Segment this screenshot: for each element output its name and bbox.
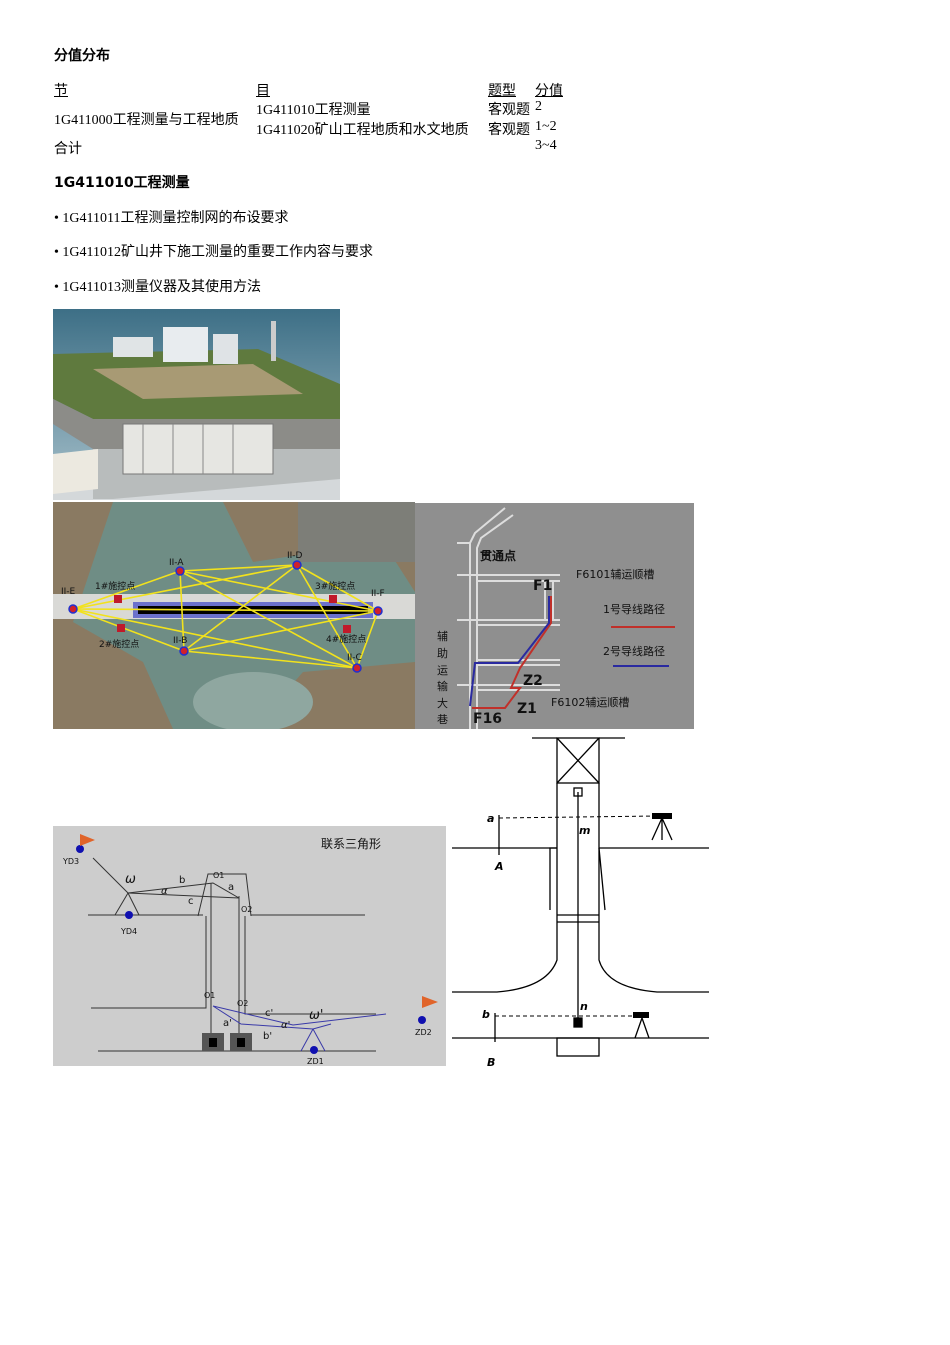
label-o1: O1 [213, 871, 224, 880]
label-B: B [487, 1056, 495, 1069]
label-top-slot: F6101辅运顺槽 [576, 567, 654, 581]
table-header-item: 目 [256, 84, 270, 99]
label-m: m [579, 824, 590, 837]
table-item-cell: 1G411010工程测量 [256, 103, 371, 118]
label-zd1: ZD1 [307, 1057, 324, 1066]
label-f16: F16 [473, 711, 502, 727]
bullet-item: • 1G411012矿山井下施工测量的重要工作内容与要求 [54, 245, 373, 260]
connection-triangle-diagram: YD3 YD4 ZD1 ZD2 O1 O2 O1 O2 b a c α ω a'… [53, 826, 446, 1066]
bullet-item: • 1G411013测量仪器及其使用方法 [54, 280, 261, 295]
network-line [296, 564, 358, 669]
control-network-map: II-E II-A II-D II-F II-B II-C 1#施控点 2#施控… [53, 502, 415, 729]
label-b: b [482, 1008, 490, 1021]
network-line [179, 570, 358, 669]
network-line [183, 564, 298, 652]
table-header-score: 分值 [535, 84, 563, 99]
table-total-label: 合计 [54, 142, 82, 157]
control-point-marker [175, 566, 185, 576]
label-b: b [179, 875, 185, 886]
label-main-road: 辅 [437, 629, 448, 643]
table-item-cell: 1G411020矿山工程地质和水文地质 [256, 123, 469, 138]
control-label: 2#施控点 [99, 638, 139, 650]
label-main-road: 运 [437, 664, 448, 677]
shaft-elevation-diagram: a m A n b B [447, 730, 713, 1070]
page-heading: 分值分布 [54, 48, 110, 64]
label-c: c [188, 896, 194, 907]
network-line [296, 564, 379, 612]
label-through-point: 贯通点 [480, 548, 516, 563]
legend-route-1: 1号导线路径 [603, 602, 665, 616]
point-label: II-F [371, 589, 385, 599]
label-b-prime: b' [263, 1031, 272, 1042]
control-point-marker [352, 663, 362, 673]
point-label: II-D [287, 551, 303, 561]
label-c-prime: c' [265, 1008, 273, 1019]
table-header-section: 节 [54, 84, 68, 99]
network-line [72, 570, 181, 610]
control-point-marker [179, 646, 189, 656]
network-line [356, 610, 379, 669]
control-label: 3#施控点 [315, 580, 355, 592]
label-a: a [487, 812, 494, 825]
diagram-title: 联系三角形 [321, 837, 381, 851]
label-alpha-prime: α' [281, 1020, 290, 1031]
label-omega-prime: ω' [309, 1008, 323, 1023]
label-z1: Z1 [517, 701, 537, 717]
point-label: II-C [347, 653, 362, 663]
point-label: II-A [169, 558, 184, 568]
label-n: n [580, 1000, 588, 1013]
table-type-cell: 客观题 [488, 103, 530, 118]
label-yd4: YD4 [120, 927, 137, 936]
label-o2-lower: O2 [237, 999, 248, 1008]
control-point-marker [68, 604, 78, 614]
label-main-road: 助 [437, 646, 448, 660]
network-line [72, 608, 358, 669]
point-label: II-B [173, 636, 187, 646]
network-line [179, 570, 379, 612]
label-main-road: 输 [437, 679, 448, 693]
label-alpha: α [161, 886, 168, 897]
label-o2: O2 [241, 905, 252, 914]
point-label: II-E [61, 587, 76, 597]
network-line [72, 564, 298, 610]
network-line [72, 608, 379, 612]
label-main-road: 大 [437, 696, 448, 710]
table-score-cell: 1~2 [535, 119, 557, 134]
label-A: A [494, 860, 504, 873]
label-zd2: ZD2 [415, 1028, 432, 1037]
network-line [179, 564, 298, 572]
table-type-cell: 客观题 [488, 123, 530, 138]
label-bottom-slot: F6102辅运顺槽 [551, 695, 629, 709]
table-header-type: 题型 [488, 84, 516, 99]
network-line [183, 610, 379, 652]
label-omega: ω [125, 872, 136, 887]
label-main-road: 巷 [437, 713, 448, 726]
bullet-item: • 1G411011工程测量控制网的布设要求 [54, 211, 289, 226]
network-line [179, 570, 185, 652]
control-label: 1#施控点 [95, 580, 135, 592]
table-total-score: 3~4 [535, 138, 557, 153]
table-score-cell: 2 [535, 99, 542, 114]
network-line [183, 650, 358, 669]
control-point-marker [292, 560, 302, 570]
label-a-prime: a' [223, 1018, 232, 1029]
mine-model-photo [53, 309, 340, 500]
control-point-marker [373, 606, 383, 616]
section-subheading: 1G411010工程测量 [54, 175, 190, 191]
network-line [72, 608, 185, 652]
label-yd3: YD3 [62, 857, 79, 866]
label-a: a [228, 882, 234, 893]
label-o1-lower: O1 [204, 991, 215, 1000]
legend-route-2: 2号导线路径 [603, 644, 665, 658]
traverse-path-diagram: 贯通点 F1 Z2 Z1 F16 F6101辅运顺槽 F6102辅运顺槽 1号导… [415, 503, 694, 729]
label-f1: F1 [533, 578, 552, 594]
label-z2: Z2 [523, 673, 543, 689]
table-section-cell: 1G411000工程测量与工程地质 [54, 113, 239, 128]
control-label: 4#施控点 [326, 633, 366, 645]
